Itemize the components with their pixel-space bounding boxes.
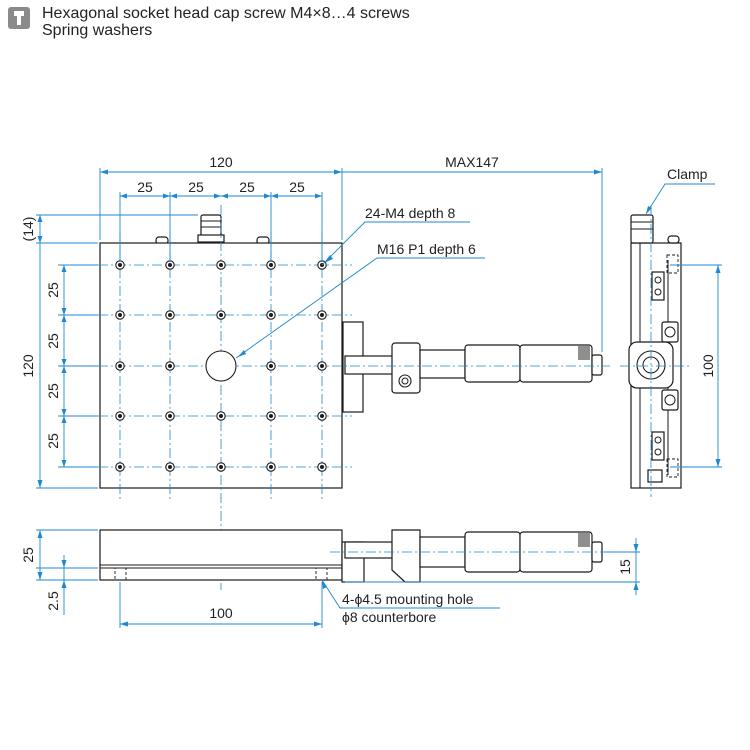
- dim-pitch-v4: 25: [45, 433, 61, 449]
- micrometer-spindle: [344, 355, 394, 375]
- callout-tapped-holes: 24-M4 depth 8: [365, 205, 455, 221]
- tapped-hole-grid: [115, 260, 327, 472]
- dim-pitch-h3: 25: [239, 179, 255, 195]
- side-screw-bottom: [651, 431, 665, 461]
- micrometer-barrel: [419, 349, 466, 379]
- note-line-washers: Spring washers: [42, 22, 153, 39]
- callout-clamp: Clamp: [667, 166, 708, 182]
- dim-max-147: MAX147: [445, 154, 499, 170]
- dim-pitch-v1: 25: [45, 282, 61, 298]
- front-body: [99, 529, 343, 581]
- side-view: 100 Clamp: [620, 166, 722, 497]
- dim-height-120: 120: [20, 354, 36, 378]
- dim-pitch-h4: 25: [289, 179, 305, 195]
- front-view: 25 2.5 15 100 4-ϕ4.5 mounting hole ϕ8 co…: [20, 529, 640, 628]
- dim-pitch-v3: 25: [45, 383, 61, 399]
- dim-width-120: 120: [209, 154, 233, 170]
- dim-pitch-v2: 25: [45, 333, 61, 349]
- callout-counterbore: ϕ8 counterbore: [342, 609, 436, 625]
- top-view: 120 MAX147 25 25 25 25 (14) 120 25 25 25…: [20, 154, 610, 590]
- dim-front-2-5: 2.5: [45, 591, 61, 611]
- dim-pitch-h2: 25: [188, 179, 204, 195]
- dim-front-15: 15: [617, 559, 633, 575]
- top-clamp-screw: [200, 214, 222, 238]
- micrometer-lock-screw: [398, 374, 412, 388]
- dim-pitch-h1: 25: [137, 179, 153, 195]
- dim-front-25: 25: [20, 547, 36, 563]
- side-screw-top: [651, 271, 665, 301]
- micrometer-thimble: [464, 344, 521, 383]
- callout-center-hole: M16 P1 depth 6: [377, 241, 476, 257]
- screw-note: Hexagonal socket head cap screw M4×8…4 s…: [8, 5, 410, 39]
- center-hole: [205, 350, 237, 382]
- micrometer-cap: [591, 354, 603, 376]
- dim-offset-14: (14): [20, 217, 36, 242]
- dim-front-100: 100: [209, 605, 233, 621]
- front-sleeve: [391, 529, 421, 583]
- note-line-screws: Hexagonal socket head cap screw M4×8…4 s…: [42, 5, 410, 22]
- dim-side-100: 100: [700, 354, 716, 378]
- screw-icon: [8, 7, 30, 29]
- callout-mounting-hole: 4-ϕ4.5 mounting hole: [342, 591, 474, 607]
